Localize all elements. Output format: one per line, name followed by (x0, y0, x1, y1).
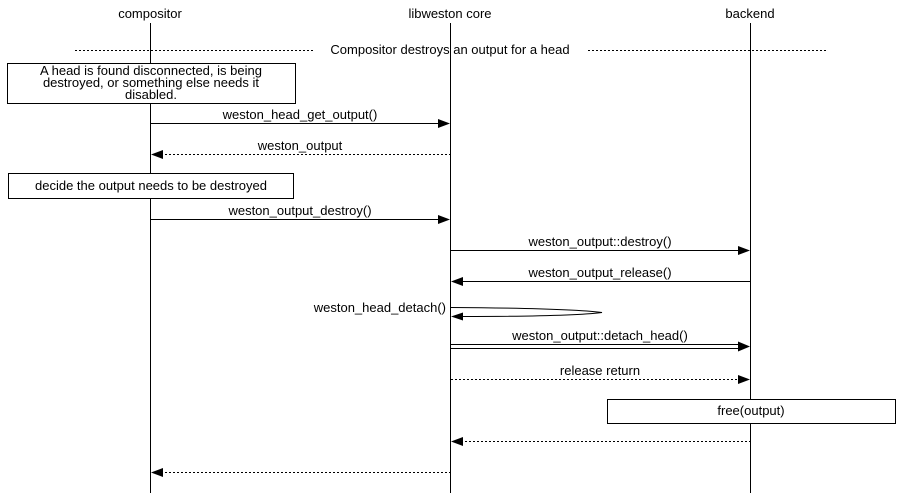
arrowhead-left (451, 437, 463, 446)
message-label-weston-output-release: weston_output_release() (527, 265, 671, 280)
arrowhead-right (738, 375, 750, 384)
actor-label-compositor: compositor (118, 6, 182, 21)
arrowhead-left (451, 277, 463, 286)
arrowhead-right (438, 215, 450, 224)
actor-label-backend: backend (725, 6, 774, 21)
note-box-decide-destroy (8, 173, 294, 199)
message-label-weston-output-destroy: weston_output_destroy() (227, 203, 371, 218)
message-label-weston-output-detach-head: weston_output::detach_head() (511, 328, 688, 343)
message-label-weston-head-detach: weston_head_detach() (313, 300, 446, 315)
note-box-free-output (607, 399, 896, 424)
note-line: destroyed, or something else needs it (43, 75, 259, 90)
message-label-release-return: release return (560, 363, 640, 378)
arrowhead-left (151, 150, 163, 159)
note-line: decide the output needs to be destroyed (35, 178, 267, 193)
message-selfloop-weston-head-detach (450, 307, 603, 317)
divider-label: Compositor destroys an output for a head (330, 42, 569, 57)
actor-label-libweston-core: libweston core (408, 6, 491, 21)
arrowhead-left (451, 312, 463, 321)
note-line: disabled. (125, 87, 177, 102)
arrowhead-left (151, 468, 163, 477)
note-line: A head is found disconnected, is being (40, 63, 262, 78)
arrowhead-right (438, 119, 450, 128)
message-label-weston-head-get-output: weston_head_get_output() (222, 107, 378, 122)
note-line: free(output) (717, 403, 784, 418)
message-label-weston-output: weston_output (257, 138, 343, 153)
arrowhead-right (738, 341, 750, 352)
note-box-head-disconnected (7, 63, 296, 104)
arrowhead-right (738, 246, 750, 255)
message-label-weston-output-destroy-vfunc: weston_output::destroy() (527, 234, 671, 249)
